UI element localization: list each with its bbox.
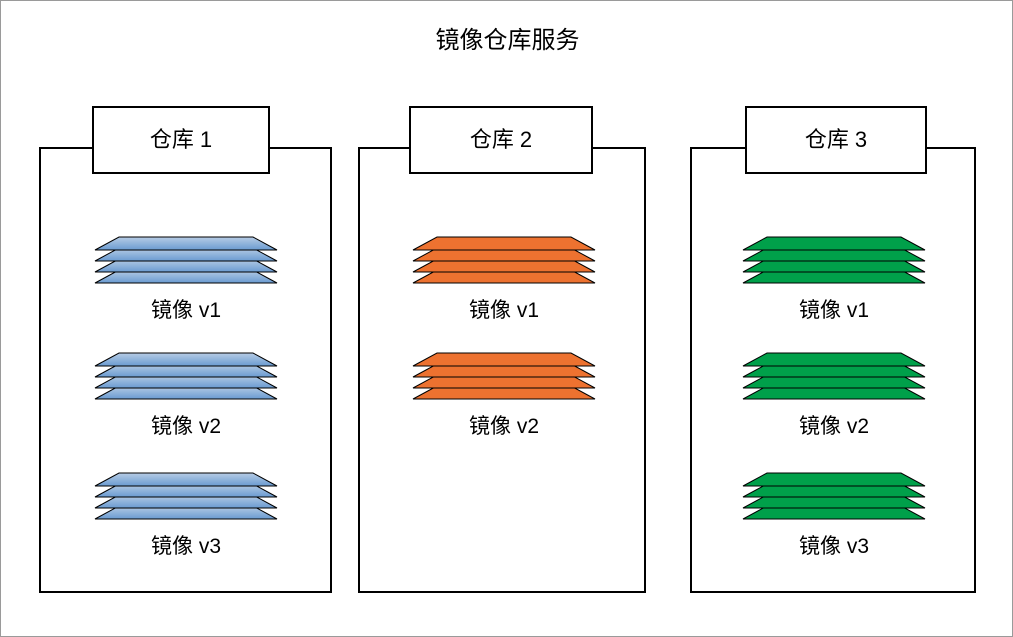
image-stack-graphic: [412, 352, 596, 407]
image-stack-graphic: [742, 472, 926, 527]
image-layer-stack-shape: [94, 352, 278, 400]
image-layer-stack-shape: [94, 472, 278, 520]
image-stack-label: 镜像 v3: [150, 535, 221, 558]
repository-header-label: 仓库 1: [149, 127, 213, 152]
image-stack[interactable]: 镜像 v2: [734, 352, 934, 441]
image-layer: [742, 352, 926, 367]
image-layer: [94, 352, 278, 367]
repository-header-label: 仓库 3: [804, 127, 868, 152]
image-layer: [412, 352, 596, 367]
image-stack[interactable]: 镜像 v2: [86, 352, 286, 441]
image-layer-stack-shape: [412, 352, 596, 400]
image-layer: [742, 236, 926, 251]
image-stack-label: 镜像 v1: [150, 299, 221, 322]
repository-header[interactable]: 仓库 2: [409, 106, 593, 174]
image-stack[interactable]: 镜像 v1: [404, 236, 604, 325]
image-stack-label: 镜像 v2: [150, 415, 221, 438]
image-stack[interactable]: 镜像 v1: [86, 236, 286, 325]
image-layer-stack-shape: [412, 236, 596, 284]
image-layer-stack-shape: [742, 352, 926, 400]
image-stack-graphic: [94, 472, 278, 527]
image-stack-graphic: [94, 236, 278, 291]
image-stack[interactable]: 镜像 v2: [404, 352, 604, 441]
image-stack-graphic: [94, 352, 278, 407]
image-stack-graphic: [742, 236, 926, 291]
image-stack-label: 镜像 v1: [468, 299, 539, 322]
repository-header[interactable]: 仓库 3: [745, 106, 927, 174]
image-layer: [742, 472, 926, 487]
image-stack-label: 镜像 v3: [798, 535, 869, 558]
repository-header-label: 仓库 2: [469, 127, 533, 152]
image-stack-graphic: [412, 236, 596, 291]
image-layer: [412, 236, 596, 251]
image-stack-label: 镜像 v2: [798, 415, 869, 438]
image-stack[interactable]: 镜像 v3: [734, 472, 934, 561]
image-stack-graphic: [742, 352, 926, 407]
image-stack[interactable]: 镜像 v1: [734, 236, 934, 325]
image-layer-stack-shape: [742, 236, 926, 284]
image-stack[interactable]: 镜像 v3: [86, 472, 286, 561]
image-layer: [94, 472, 278, 487]
page-title: 镜像仓库服务: [435, 27, 580, 54]
image-stack-label: 镜像 v1: [798, 299, 869, 322]
image-stack-label: 镜像 v2: [468, 415, 539, 438]
image-layer: [94, 236, 278, 251]
repository-header[interactable]: 仓库 1: [92, 106, 270, 174]
image-layer-stack-shape: [94, 236, 278, 284]
image-layer-stack-shape: [742, 472, 926, 520]
